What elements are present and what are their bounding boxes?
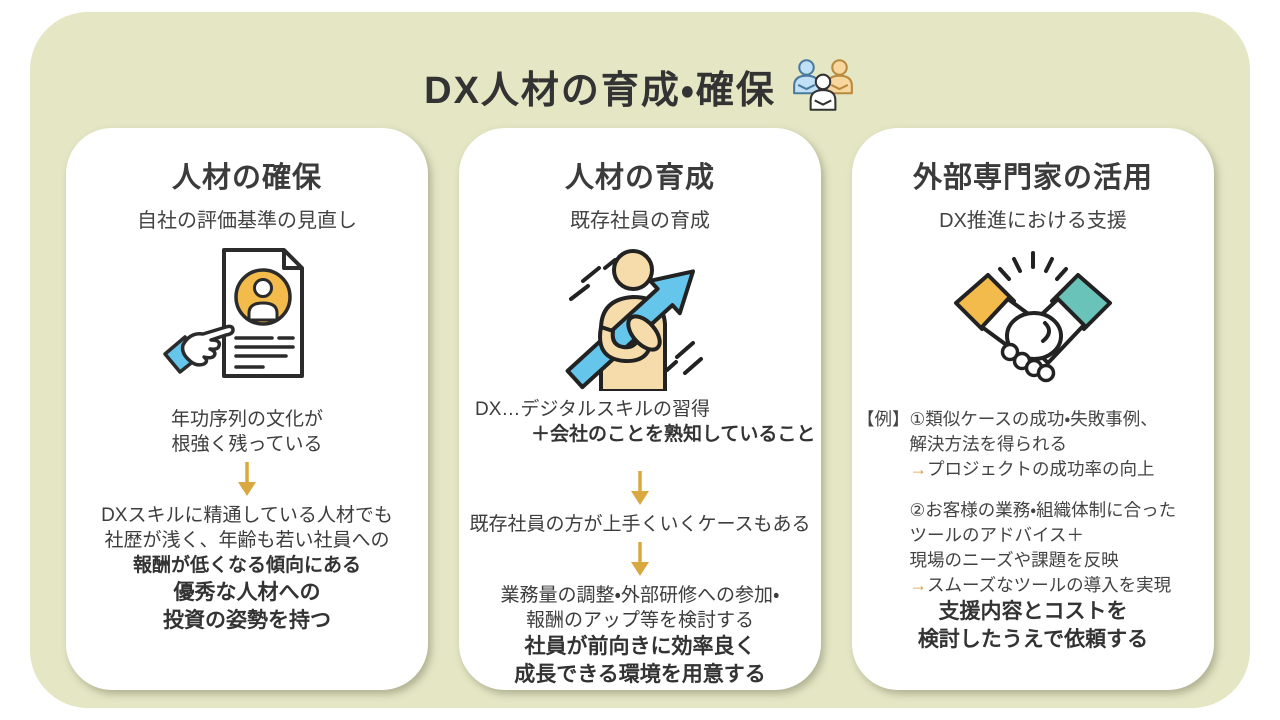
text-line: ①類似ケースの成功・失敗事例、 — [909, 409, 1158, 429]
text-line: 報酬のアップ等を検討する — [525, 610, 754, 631]
result-text: スムーズなツールの導入を実現 — [927, 575, 1172, 595]
down-arrow-icon — [631, 542, 649, 576]
down-arrow-icon — [631, 471, 649, 505]
example-2: ②お客様の業務・組織体制に合った ツールのアドバイス＋ 現場のニーズや課題を反映… — [910, 498, 1211, 598]
card2-definition: DX…デジタルスキルの習得 ＋会社のことを熟知していること — [459, 397, 821, 447]
card-external-experts: 外部専門家の活用 DX推進における支援 — [852, 128, 1214, 690]
card-icon-area — [933, 239, 1133, 391]
page-title: DX人材の育成・確保 — [424, 69, 776, 112]
resume-hand-icon — [163, 248, 304, 378]
text-line: 業務量の調整・外部研修への参加・ — [500, 585, 780, 606]
text-line: 解決方法を得られる — [909, 434, 1068, 454]
text-line: ②お客様の業務・組織体制に合った — [909, 500, 1177, 520]
card1-detail: DXスキルに精通している人材でも 社歴が浅く、年齢も若い社員への 報酬が低くなる… — [101, 503, 393, 578]
text-line: DX…デジタルスキルの習得 — [475, 399, 711, 420]
card2-conclusion: 社員が前向きに効率良く 成長できる環境を用意する — [514, 633, 766, 703]
example-gap — [910, 482, 1211, 498]
text-line: 年功序列の文化が — [170, 409, 323, 430]
down-arrow-icon — [238, 462, 256, 496]
text-line: 成長できる環境を用意する — [514, 663, 766, 686]
text-line: 投資の姿勢を持つ — [163, 609, 331, 632]
card-talent-development: 人材の育成 既存社員の育成 — [459, 128, 821, 690]
text-line-bold: ＋会社のことを熟知していること — [531, 424, 816, 445]
cards-row: 人材の確保 自社の評価基準の見直し — [66, 128, 1214, 690]
card-subtitle: DX推進における支援 — [939, 210, 1127, 232]
text-line: 既存社員の方が上手くいくケースもある — [469, 514, 811, 535]
card-talent-acquisition: 人材の確保 自社の評価基準の見直し — [66, 128, 428, 690]
card3-examples: 【例】 ①類似ケースの成功・失敗事例、 解決方法を得られる →プロジェクトの成功… — [852, 407, 1214, 598]
card1-issue: 年功序列の文化が 根強く残っている — [171, 407, 323, 457]
text-line: 優秀な人材への — [173, 581, 321, 604]
card1-conclusion: 優秀な人材への 投資の姿勢を持つ — [163, 579, 331, 649]
card3-conclusion: 支援内容とコストを 検討したうえで依頼する — [918, 598, 1148, 668]
text-line: ツールのアドバイス＋ — [909, 525, 1084, 545]
text-line: 支援内容とコストを — [938, 600, 1128, 623]
person-growth-arrow-icon — [565, 249, 703, 391]
card-icon-area — [555, 239, 725, 391]
card-title: 人材の育成 — [564, 162, 715, 194]
card2-case: 既存社員の方が上手くいくケースもある — [469, 512, 810, 537]
example-items: ①類似ケースの成功・失敗事例、 解決方法を得られる →プロジェクトの成功率の向上… — [910, 407, 1211, 598]
example-1: ①類似ケースの成功・失敗事例、 解決方法を得られる →プロジェクトの成功率の向上 — [910, 407, 1211, 482]
header: DX人材の育成・確保 — [0, 58, 1280, 114]
text-line: DXスキルに精通している人材でも — [101, 505, 393, 526]
text-line: 社歴が浅く、年齢も若い社員への — [104, 530, 390, 551]
people-group-icon — [792, 59, 853, 111]
card-icon-area — [162, 239, 332, 401]
card-title: 外部専門家の活用 — [912, 162, 1153, 194]
text-line: 根強く残っている — [171, 434, 323, 455]
result-arrow: → — [909, 575, 928, 595]
card-title: 人材の確保 — [171, 162, 322, 194]
text-line: 検討したうえで依頼する — [917, 628, 1149, 651]
handshake-icon — [954, 251, 1112, 383]
result-text: プロジェクトの成功率の向上 — [927, 459, 1155, 479]
result-arrow: → — [909, 459, 928, 479]
text-line-bold: 報酬が低くなる傾向にある — [132, 555, 361, 576]
card-subtitle: 既存社員の育成 — [570, 210, 710, 232]
example-label: 【例】 — [857, 409, 910, 429]
text-line: 現場のニーズや課題を反映 — [909, 550, 1119, 570]
card-subtitle: 自社の評価基準の見直し — [137, 210, 357, 232]
card2-measures: 業務量の調整・外部研修への参加・ 報酬のアップ等を検討する — [501, 583, 780, 633]
text-line: 社員が前向きに効率良く — [524, 635, 756, 658]
